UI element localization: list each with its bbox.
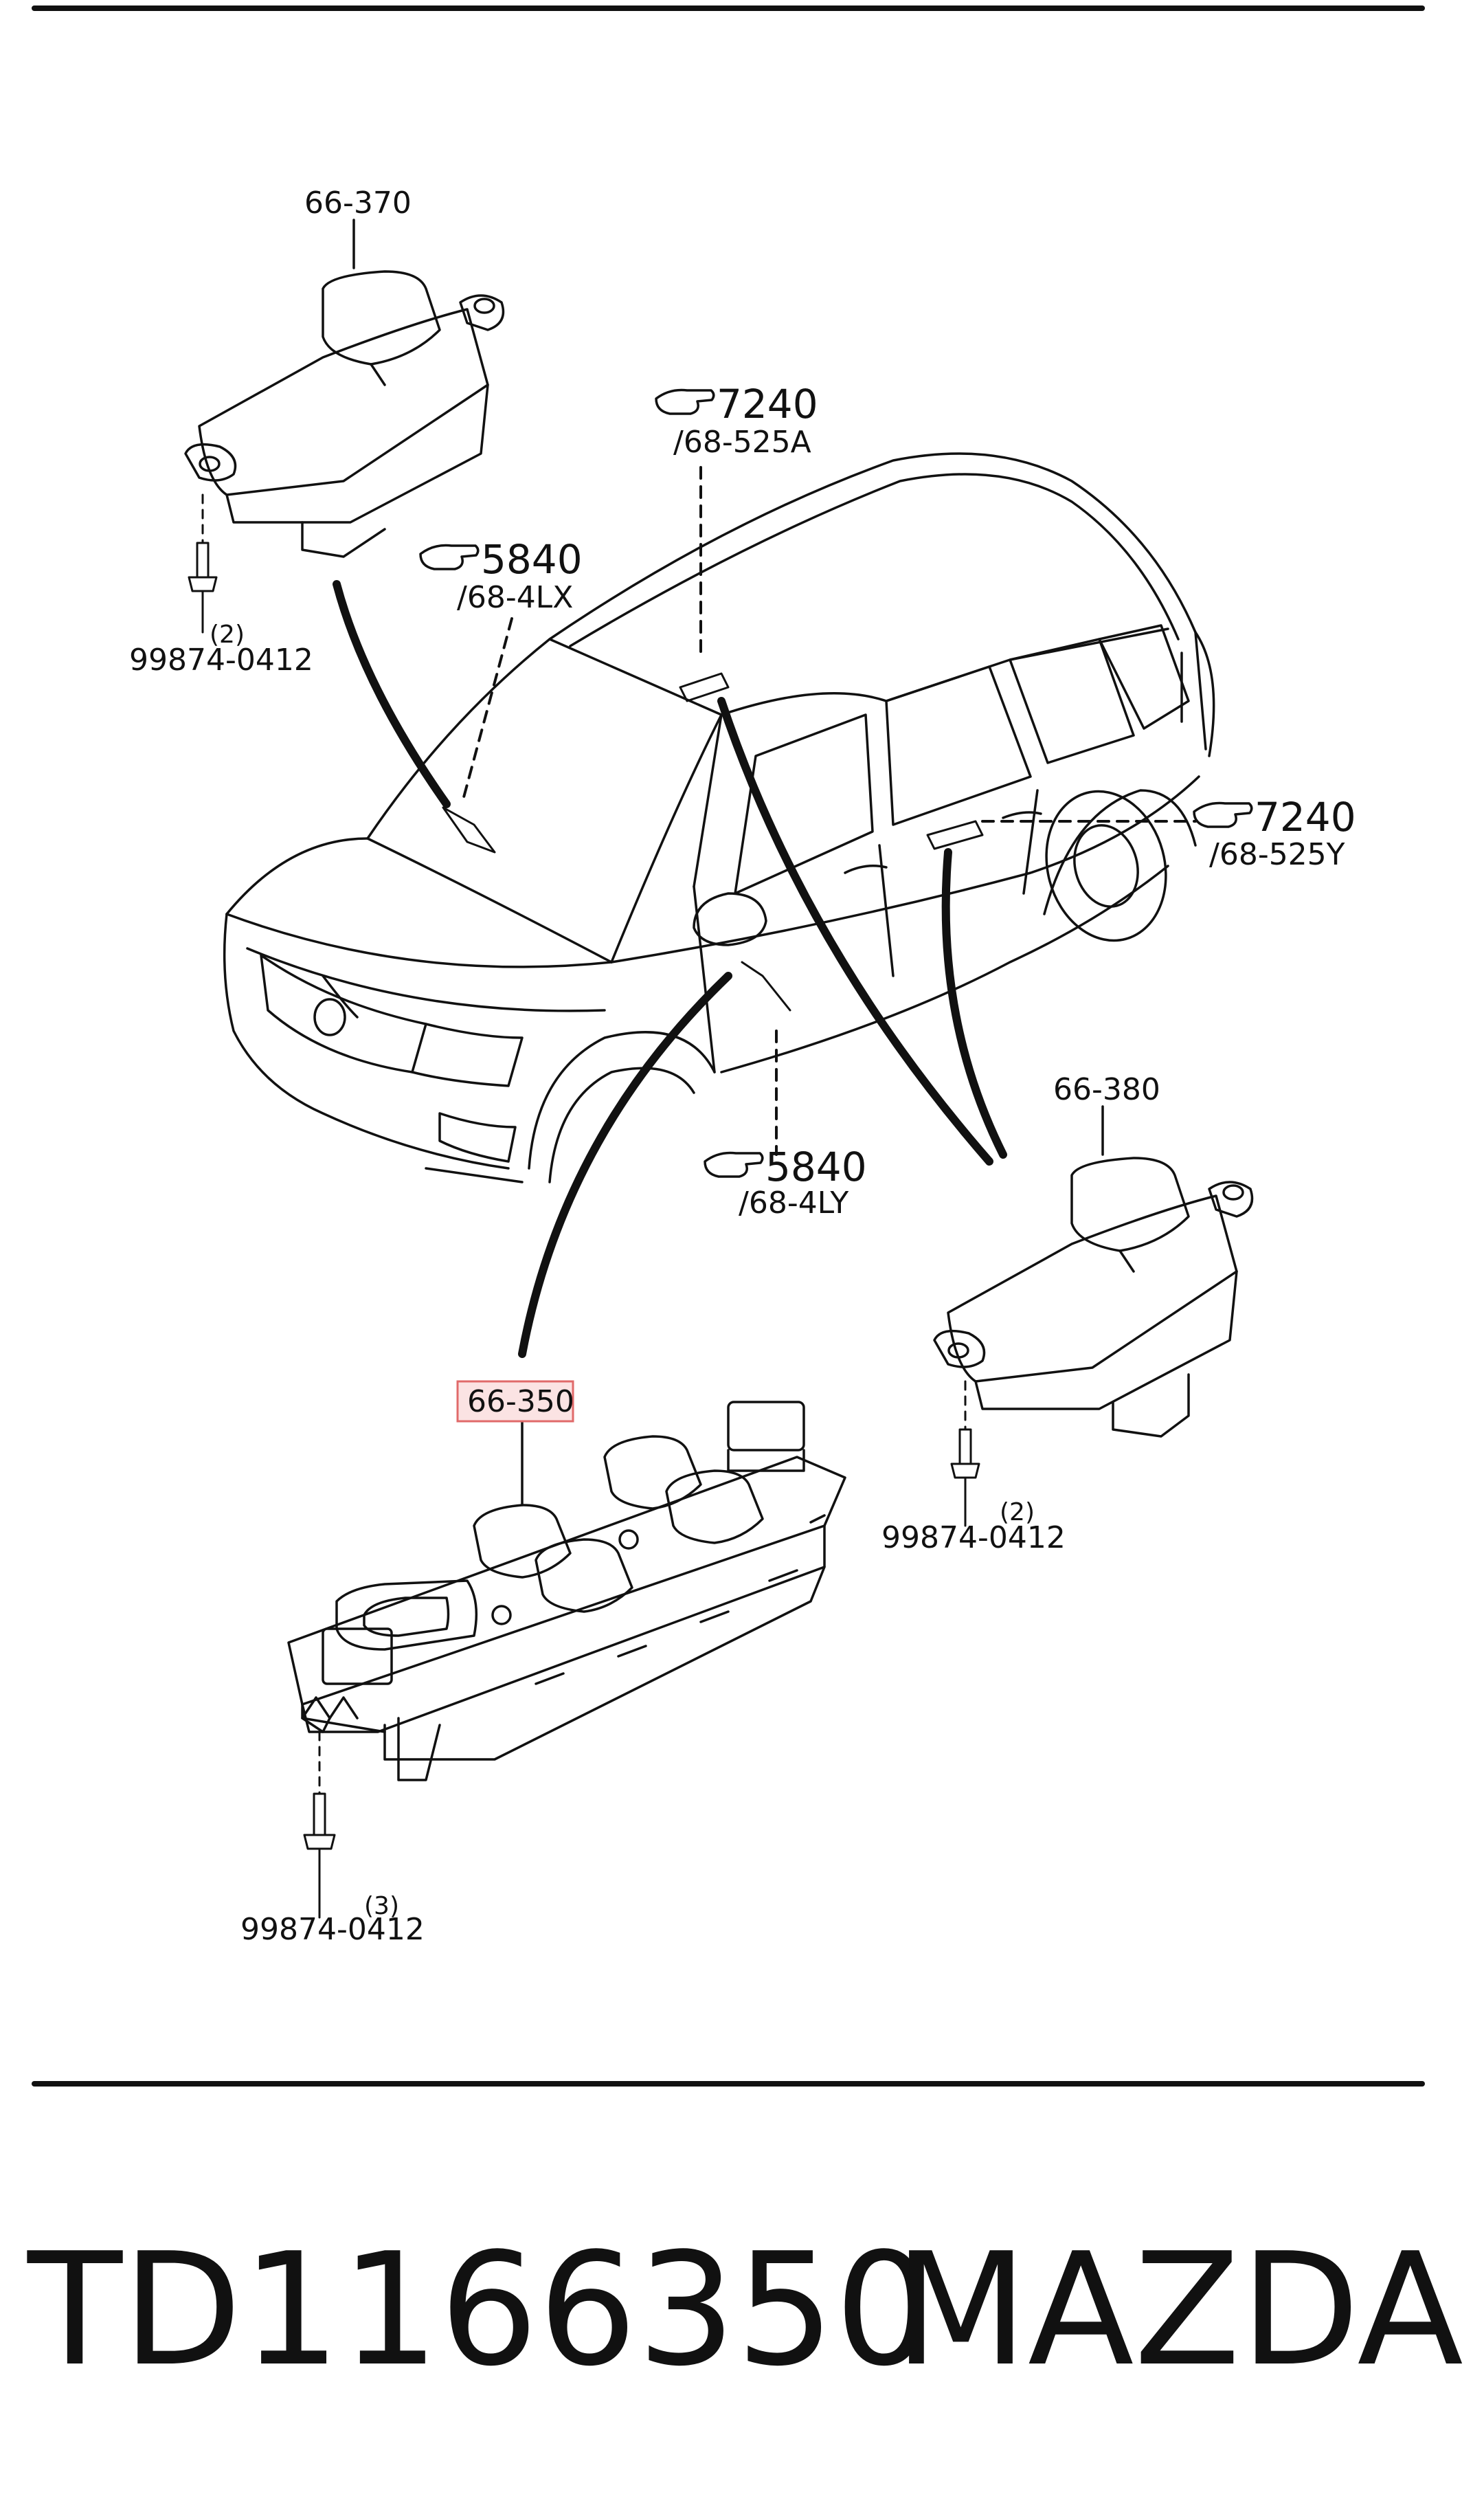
leader-curve-66-370 <box>333 580 451 808</box>
switch-66-370 <box>184 219 505 558</box>
highlight-box <box>456 1380 574 1423</box>
leader-curve-66-350 <box>518 972 732 1358</box>
car-switch-front <box>442 806 496 854</box>
ref-7240-b-sub: /68-525Y <box>1209 837 1345 872</box>
car-switch-rear-b <box>926 820 984 850</box>
brand-name: MAZDA <box>893 2220 1463 2401</box>
ref-5840-a-sub: /68-4LX <box>457 580 573 615</box>
ref-5840-b-sub: /68-4LY <box>739 1186 848 1221</box>
label-bolt-a: 99874-0412 <box>129 643 313 678</box>
vehicle-outline <box>223 452 1215 1183</box>
pointing-hand-icon <box>419 544 480 570</box>
label-66-370: 66-370 <box>304 186 412 221</box>
part-number: TD1166350 <box>27 2220 934 2401</box>
footer: TD1166350 MAZDA <box>27 2220 1463 2426</box>
ref-7240-b-number: 7240 <box>1255 794 1356 841</box>
ref-5840-b-number: 5840 <box>765 1144 867 1190</box>
label-bolt-qty-b: (2) <box>1000 1498 1035 1526</box>
bolt-99874-0412-b <box>950 1380 980 1527</box>
label-66-380: 66-380 <box>1053 1072 1160 1107</box>
label-bolt-b: 99874-0412 <box>881 1520 1066 1555</box>
ref-5840-a-number: 5840 <box>481 536 583 583</box>
leader-curve-66-380-a <box>717 697 993 1166</box>
car-switch-door <box>741 961 791 1012</box>
master-switch-66-350 <box>287 1401 846 1781</box>
pointing-hand-icon <box>1193 801 1253 828</box>
label-bolt-qty-c: (3) <box>364 1892 399 1920</box>
ref-7240-a-sub: /68-525A <box>673 425 811 460</box>
label-66-350: 66-350 <box>467 1384 574 1419</box>
bolt-99874-0412-c <box>303 1731 336 1919</box>
pointing-hand-icon <box>704 1151 764 1178</box>
car-switch-rear-a <box>679 672 730 702</box>
ref-dash-5840-4lx <box>462 617 513 799</box>
label-bolt-c: 99874-0412 <box>240 1912 425 1947</box>
bolt-99874-0412-a <box>188 493 218 634</box>
ref-7240-a-number: 7240 <box>717 381 818 427</box>
pointing-hand-icon <box>655 388 715 415</box>
label-bolt-qty-a: (2) <box>210 621 245 649</box>
switch-66-380 <box>933 1105 1254 1438</box>
leader-curve-66-380-b <box>941 848 1007 1159</box>
